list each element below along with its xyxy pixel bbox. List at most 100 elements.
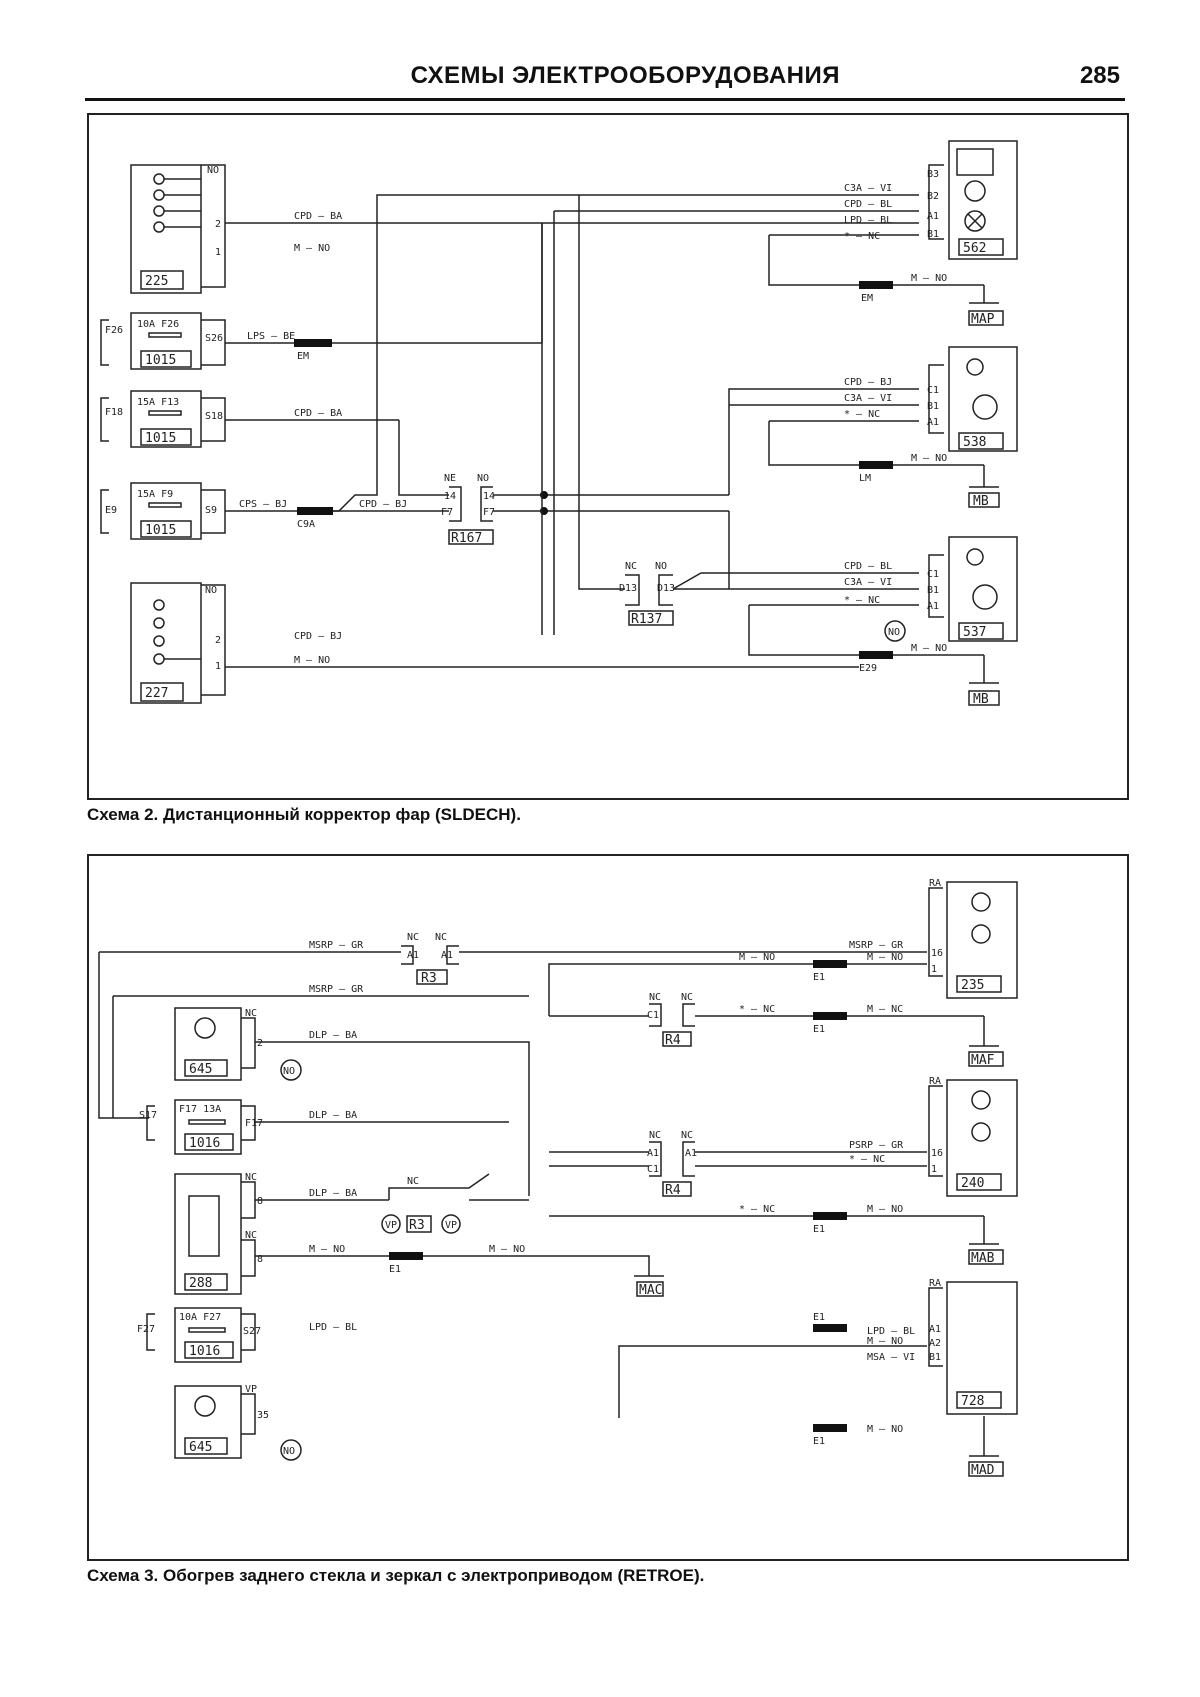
pin-label: 16 [931, 1148, 943, 1159]
pin-label: A1 [407, 950, 419, 961]
pin-label: F7 [441, 507, 453, 518]
diagram-3-svg: NC NC A1 A1 R3 MSRP — GR MSRP — GR MSRP … [98, 878, 1018, 1478]
pin-label: A1 [927, 211, 939, 222]
connector-r4-b: NC NC A1 A1 C1 R4 [647, 1130, 697, 1198]
block-537-label: 537 [963, 625, 986, 640]
pin-label: B1 [927, 401, 939, 412]
block-645-b: 645 VP 35 [174, 1384, 269, 1459]
connector-r167: NE NO 14 14 F7 F7 R167 [441, 473, 495, 546]
wire-label: * — NC [844, 595, 880, 606]
pin-label: A1 [647, 1148, 659, 1159]
pin-label: 16 [931, 948, 943, 959]
block-562: B3 B2 A1 B1 562 [927, 140, 1018, 260]
block-240-label: 240 [961, 1176, 984, 1191]
pin-label: NC [649, 992, 661, 1003]
ground-wire [969, 285, 999, 304]
connector [389, 1252, 423, 1260]
block-645-label: 645 [189, 1440, 212, 1455]
pin-label: C1 [647, 1164, 659, 1175]
marker-label: NO [283, 1446, 295, 1457]
pin-label: F7 [483, 507, 495, 518]
wire [338, 194, 841, 512]
ground-wire [969, 465, 999, 488]
wire-label: MSA — VI [867, 1352, 915, 1363]
ground-wire [969, 1216, 999, 1245]
ground-wire [969, 1416, 999, 1457]
wire [768, 235, 859, 286]
junction [540, 491, 548, 499]
pin-label: NC [245, 1172, 257, 1183]
pin-label: 1 [931, 1164, 937, 1175]
block-645-label: 645 [189, 1062, 212, 1077]
wire [672, 572, 919, 590]
wire-label: LPS — BE [247, 331, 295, 342]
wire [255, 1041, 530, 1196]
diagram-3-frame: NC NC A1 A1 R3 MSRP — GR MSRP — GR MSRP … [87, 854, 1129, 1561]
wire-label: DLP — BA [309, 1030, 357, 1041]
wire-label: DLP — BA [309, 1110, 357, 1121]
connector-label: C9A [297, 519, 315, 530]
pin-label: 1 [215, 247, 221, 258]
ground-label: MAP [971, 312, 995, 327]
block-537: C1 B1 A1 537 [927, 536, 1018, 642]
connector-label: E1 [813, 972, 825, 983]
block-288: 288 NC 8 NC 8 [174, 1172, 263, 1295]
pin-label: NC [245, 1008, 257, 1019]
pin-label: NC [625, 561, 637, 572]
wire-label: M — NO [911, 273, 947, 284]
fuse-1016-b: F27 10A F27 1016 S27 [137, 1307, 261, 1363]
block-1016-label: 1016 [189, 1136, 220, 1151]
connector-label: E29 [859, 663, 877, 674]
pin-label: A1 [929, 1324, 941, 1335]
pin-label: C1 [927, 385, 939, 396]
block-240: RA 16 1 240 [928, 1076, 1018, 1197]
fuse-1016-a: S17 F17 13A 1016 F17 [139, 1099, 263, 1155]
pin-label: D13 [657, 583, 675, 594]
fuse-label: 10A F26 [137, 319, 179, 330]
marker-circle [381, 1214, 401, 1234]
connector-r167-label: R167 [451, 531, 482, 546]
block-1015-label: 1015 [145, 431, 176, 446]
pin-label: 1 [931, 964, 937, 975]
pin-label: 35 [257, 1410, 269, 1421]
wire-label: M — NO [309, 1244, 345, 1255]
wire [98, 952, 149, 1119]
connector-r4-label: R4 [665, 1033, 681, 1048]
diagram-3-caption: Схема 3. Обогрев заднего стекла и зеркал… [87, 1566, 705, 1585]
connector-label: E1 [813, 1436, 825, 1447]
wire-label: MSRP — GR [309, 984, 364, 995]
connector-r3-label: R3 [421, 971, 437, 986]
pin-label: F26 [105, 325, 123, 336]
pin-label: RA [929, 878, 941, 889]
wire-label: M — NO [739, 952, 775, 963]
pin-label: NO [655, 561, 667, 572]
pin-label: B2 [927, 191, 939, 202]
ground-label: MAC [639, 1283, 662, 1298]
wire-label: * — NC [849, 1154, 885, 1165]
wire-label: MSRP — GR [309, 940, 364, 951]
wire-label: PSRP — GR [849, 1140, 904, 1151]
ground-label: MB [973, 692, 989, 707]
diagram-2-svg: 225 NO 2 1 CPD — BA M — NO F26 10A F26 1… [100, 140, 1018, 707]
pin-label: B1 [929, 1352, 941, 1363]
connector-r4-a: NC NC C1 R4 [647, 992, 695, 1048]
wire-label: M — NO [911, 643, 947, 654]
block-562-label: 562 [963, 241, 986, 256]
ground-label: MAB [971, 1251, 995, 1266]
block-227: 227 NO 2 1 [130, 582, 226, 704]
block-288-label: 288 [189, 1276, 212, 1291]
ground-label: MB [973, 494, 989, 509]
pin-label: 2 [215, 219, 221, 230]
wire-label: CPD — BJ [359, 499, 407, 510]
connector [813, 1424, 847, 1432]
marker-circle [441, 1214, 461, 1234]
pin-label: NC [245, 1230, 257, 1241]
connector-label: E1 [813, 1024, 825, 1035]
ground-label: MAF [971, 1053, 995, 1068]
marker-label: VP [385, 1220, 397, 1231]
fuse-1015-b: F18 15A F13 1015 S18 [100, 390, 226, 448]
wire-label: C3A — VI [844, 577, 892, 588]
wire [748, 604, 919, 656]
pin-label: F18 [105, 407, 123, 418]
page-header-title: СХЕМЫ ЭЛЕКТРООБОРУДОВАНИЯ [410, 62, 840, 89]
